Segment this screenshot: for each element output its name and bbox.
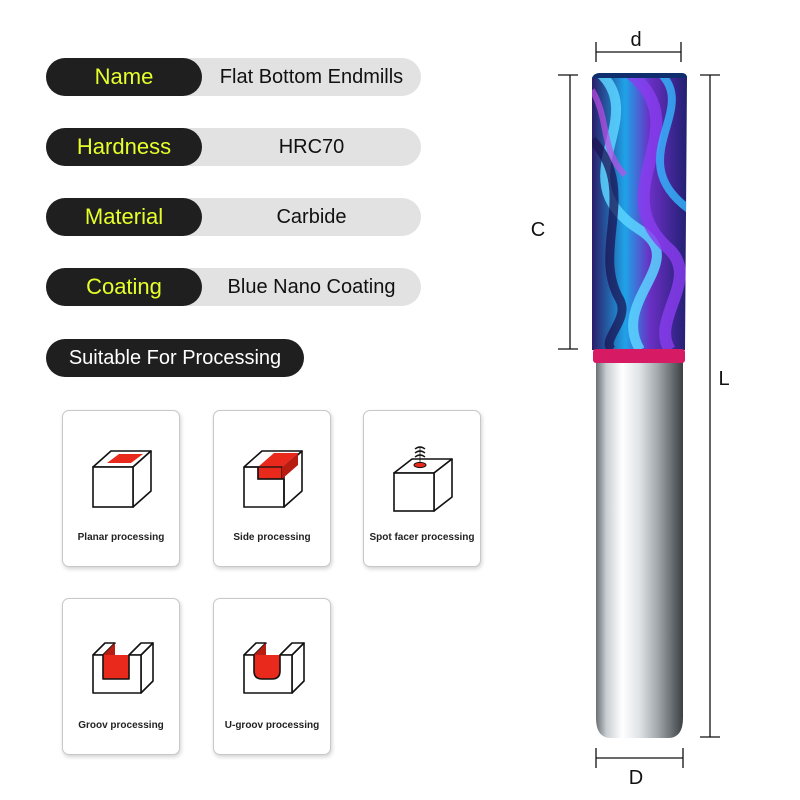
dimension-l-label: L [718, 368, 729, 390]
dimension-c [558, 74, 578, 350]
tool-flutes [592, 73, 687, 350]
spec-label-hardness: Hardness [46, 128, 202, 166]
dimension-d-shank [595, 748, 684, 768]
spec-value-coating: Blue Nano Coating [227, 275, 396, 298]
spec-row-coating: Blue Nano Coating Coating [46, 268, 421, 306]
spec-value-hardness: HRC70 [278, 135, 345, 158]
suitable-for-processing-label: Suitable For Processing [46, 339, 304, 377]
tool-coating-ring [593, 349, 685, 363]
dimension-l [700, 74, 720, 738]
dimension-d-label: d [630, 29, 641, 51]
dimension-d [595, 42, 682, 62]
processing-card-planar: Planar processing [62, 410, 180, 567]
processing-caption: Spot facer processing [369, 532, 475, 543]
spec-row-name: Flat Bottom Endmills Name [46, 58, 421, 96]
processing-caption: Side processing [233, 532, 311, 543]
spec-label-name: Name [46, 58, 202, 96]
processing-card-side: Side processing [213, 410, 331, 567]
dimension-d-shank-label: D [629, 767, 643, 789]
spec-label-coating: Coating [46, 268, 202, 306]
dimension-c-label: C [531, 219, 545, 241]
spec-label-material: Material [46, 198, 202, 236]
processing-card-spot-facer: Spot facer processing [363, 410, 481, 567]
spec-value-name: Flat Bottom Endmills [219, 65, 404, 88]
tool-shank [596, 362, 683, 738]
processing-caption: Groov processing [78, 720, 164, 731]
spec-row-material: Carbide Material [46, 198, 421, 236]
processing-card-u-groove: U-groov processing [213, 598, 331, 755]
spec-value-material: Carbide [276, 205, 347, 228]
processing-caption: U-groov processing [224, 720, 320, 731]
endmill-tool-diagram: d C L D [531, 29, 730, 789]
processing-caption: Planar processing [77, 532, 165, 543]
u-groove-processing-icon [243, 642, 305, 694]
processing-card-groove: Groov processing [62, 598, 180, 755]
groove-processing-icon [92, 642, 154, 694]
spec-row-hardness: HRC70 Hardness [46, 128, 421, 166]
spot-facer-processing-icon [393, 446, 453, 512]
planar-processing-icon [92, 450, 152, 508]
side-processing-icon [243, 450, 303, 508]
